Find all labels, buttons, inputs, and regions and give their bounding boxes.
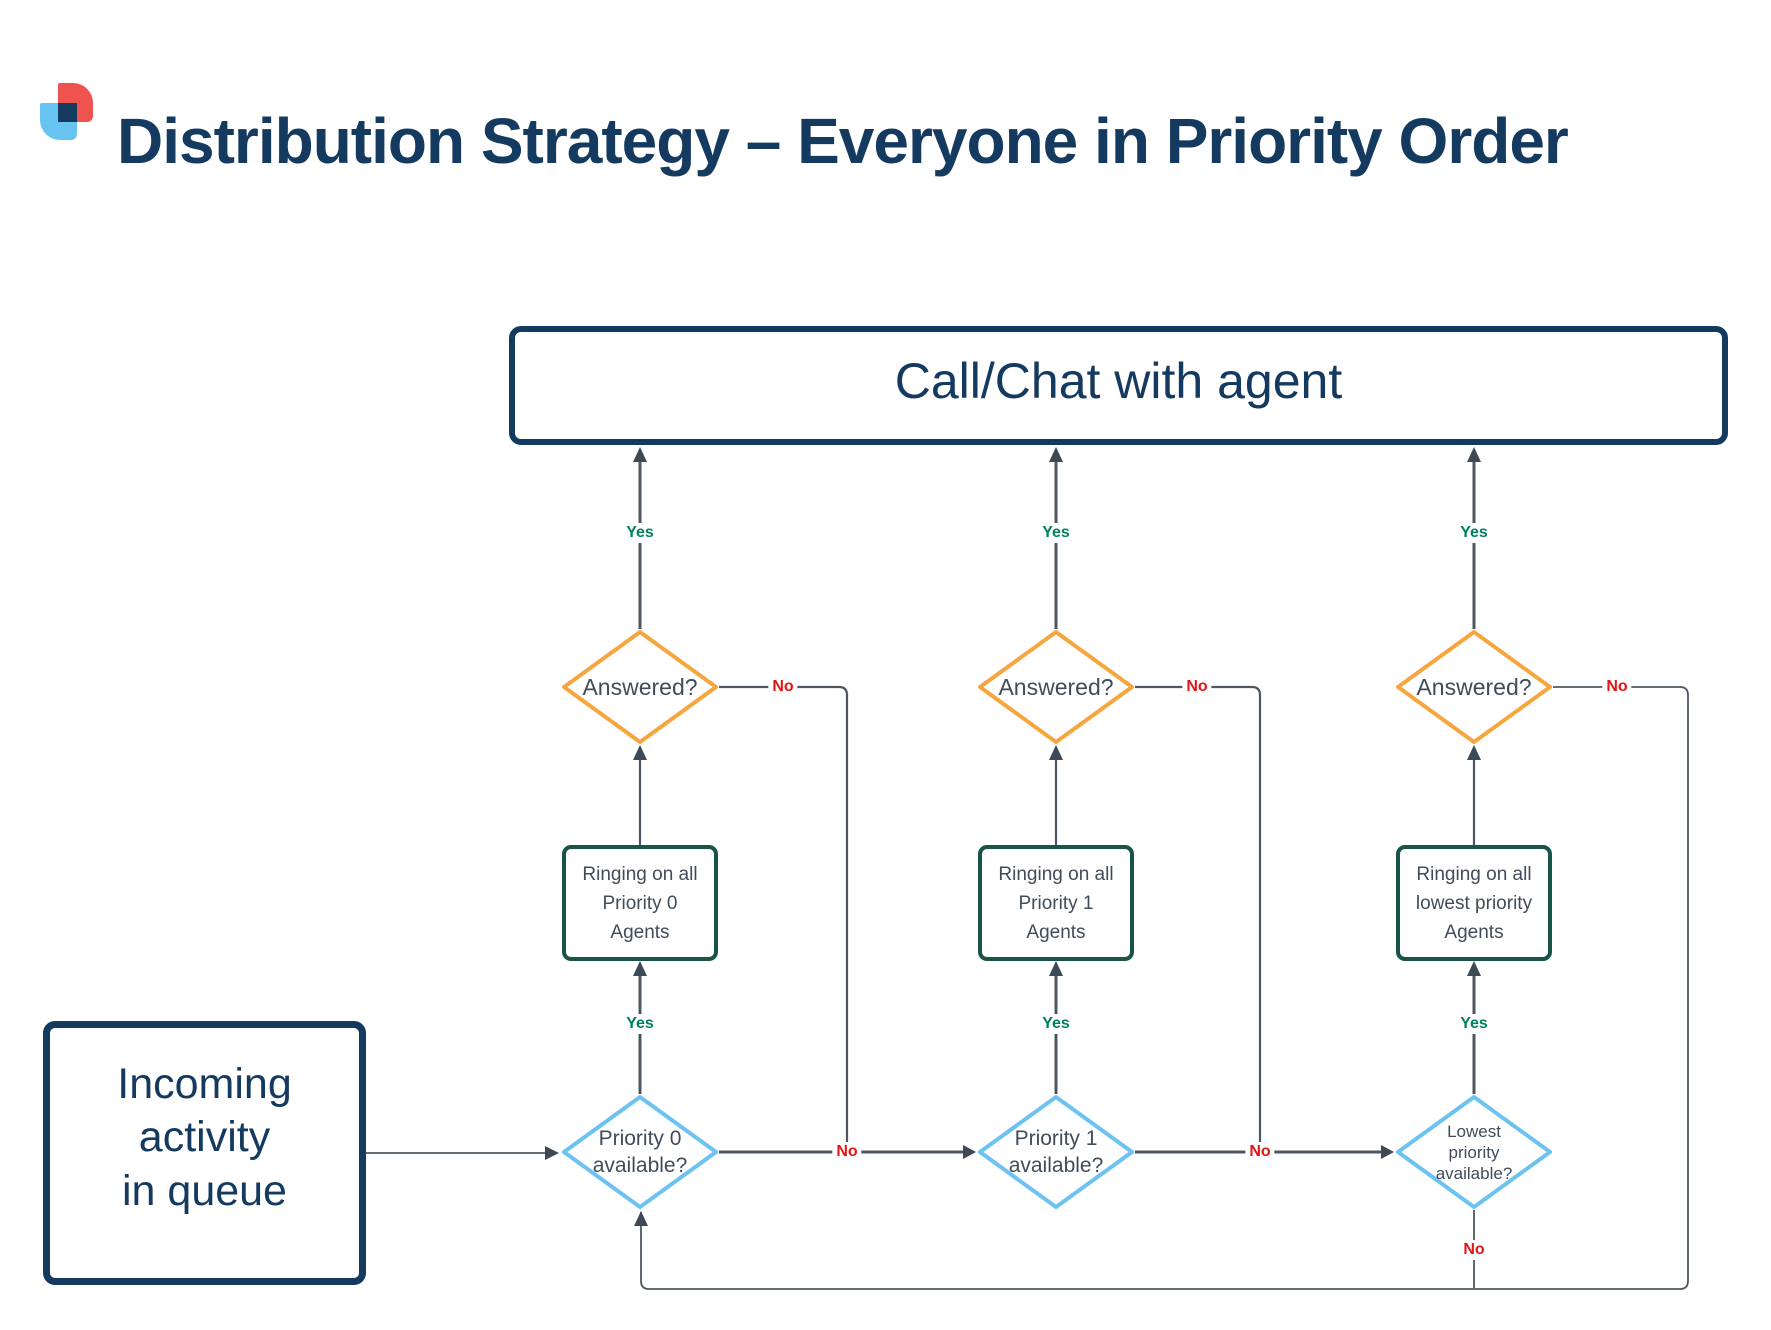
node-call-chat: Call/Chat with agent	[509, 326, 1728, 445]
node-available-2: Priority 1 available?	[977, 1094, 1135, 1210]
node-answered-3: Answered?	[1395, 629, 1553, 745]
arrowhead-right-icon	[963, 1145, 976, 1159]
label-yes: Yes	[1038, 523, 1074, 543]
arrowhead-up-icon	[1049, 447, 1063, 462]
page-title: Distribution Strategy – Everyone in Prio…	[117, 105, 1569, 177]
diamond-shape	[1396, 1095, 1552, 1209]
arrowhead-up-icon	[1049, 961, 1063, 976]
arrowhead-up-icon	[1467, 447, 1481, 462]
diamond-shape	[562, 1095, 718, 1209]
label-yes: Yes	[1456, 1014, 1492, 1034]
node-available-2-label: Priority 1 available?	[1008, 1127, 1104, 1177]
label-no: No	[832, 1142, 862, 1162]
arrowhead-up-icon	[633, 961, 647, 976]
node-ringing-2-label: Ringing on all Priority 1 Agents	[998, 863, 1114, 943]
connector-answered2-no	[1135, 685, 1262, 1150]
node-incoming-activity-label: Incoming activity in queue	[117, 1060, 292, 1215]
arrowhead-right-icon	[1381, 1145, 1394, 1159]
label-no: No	[768, 677, 798, 697]
diamond-shape	[978, 1095, 1134, 1209]
diamond-shape	[562, 630, 718, 744]
node-ringing-3-label: Ringing on all lowest priority Agents	[1415, 863, 1533, 943]
logo-navy-shape	[58, 103, 77, 122]
label-no: No	[1245, 1142, 1275, 1162]
node-answered-1: Answered?	[561, 629, 719, 745]
node-incoming-activity: Incoming activity in queue	[43, 1021, 366, 1285]
label-yes: Yes	[622, 1014, 658, 1034]
label-yes: Yes	[1456, 523, 1492, 543]
diamond-shape	[1396, 630, 1552, 744]
node-available-1-label: Priority 0 available?	[592, 1127, 688, 1177]
node-answered-2-label: Answered?	[998, 673, 1114, 700]
arrowhead-up-icon	[1467, 961, 1481, 976]
node-ringing-1-label: Ringing on all Priority 0 Agents	[582, 863, 698, 943]
label-no: No	[1602, 677, 1632, 697]
arrowhead-up-icon	[634, 1211, 648, 1226]
node-answered-2: Answered?	[977, 629, 1135, 745]
connector-answered1-no	[719, 685, 849, 1150]
label-yes: Yes	[622, 523, 658, 543]
arrowhead-up-icon	[1049, 745, 1063, 760]
node-answered-3-label: Answered?	[1416, 673, 1532, 700]
arrowhead-up-icon	[1467, 745, 1481, 760]
node-ringing-2: Ringing on all Priority 1 Agents	[978, 845, 1134, 961]
node-call-chat-label: Call/Chat with agent	[894, 352, 1343, 409]
node-ringing-1: Ringing on all Priority 0 Agents	[562, 845, 718, 961]
node-available-3-label: Lowest priority available?	[1435, 1121, 1513, 1183]
node-available-1: Priority 0 available?	[561, 1094, 719, 1210]
arrowhead-up-icon	[633, 447, 647, 462]
arrowhead-right-icon	[545, 1146, 559, 1160]
node-answered-1-label: Answered?	[582, 673, 698, 700]
diamond-shape	[978, 630, 1134, 744]
connector-answered3-no-loop	[640, 686, 1689, 1290]
node-available-3: Lowest priority available?	[1395, 1094, 1553, 1210]
node-ringing-3: Ringing on all lowest priority Agents	[1396, 845, 1552, 961]
label-yes: Yes	[1038, 1014, 1074, 1034]
arrowhead-up-icon	[633, 745, 647, 760]
label-no: No	[1182, 677, 1212, 697]
label-no: No	[1459, 1240, 1489, 1260]
